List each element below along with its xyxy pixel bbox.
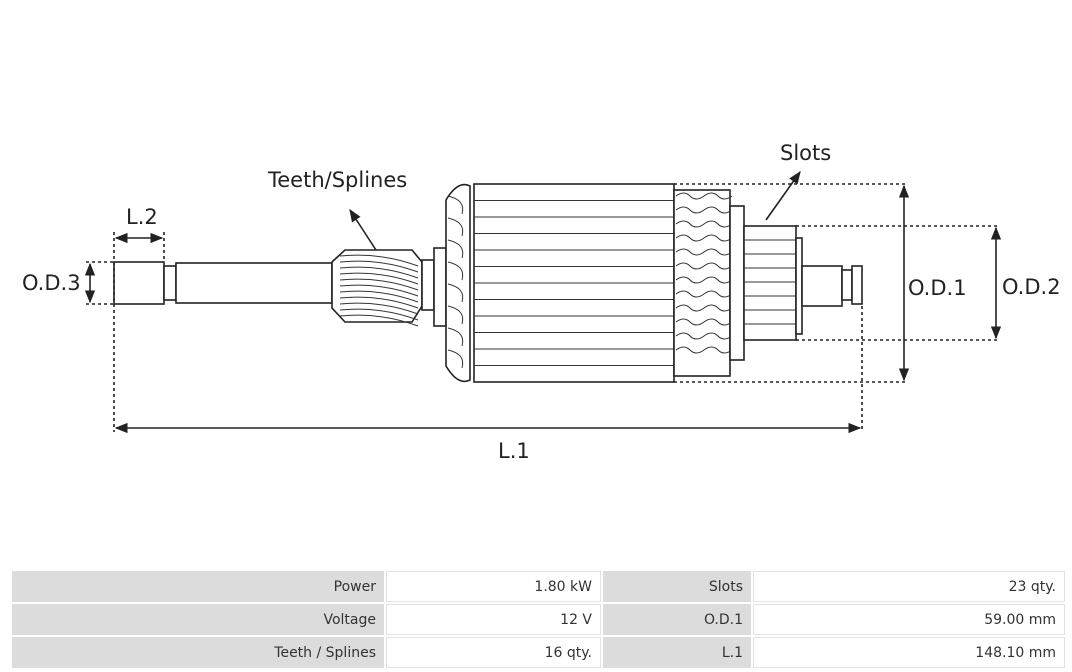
od3-label: O.D.3 [22, 271, 81, 295]
spec-row: Voltage 12 V O.D.1 59.00 mm [12, 604, 1065, 635]
teeth-splines-label: Teeth/Splines [267, 168, 407, 192]
spec-row: Power 1.80 kW Slots 23 qty. [12, 571, 1065, 602]
dimension-lines [84, 170, 1002, 434]
spec-value: 59.00 mm [753, 604, 1065, 635]
spec-value: 23 qty. [753, 571, 1065, 602]
spec-value: 1.80 kW [386, 571, 601, 602]
l1-label: L.1 [498, 439, 530, 463]
armature-core [473, 183, 675, 383]
spec-table: Power 1.80 kW Slots 23 qty. Voltage 12 V… [10, 569, 1067, 670]
slot-windings [673, 189, 745, 377]
pinion-splines [331, 249, 435, 327]
spec-row: Teeth / Splines 16 qty. L.1 148.10 mm [12, 637, 1065, 668]
commutator [743, 225, 803, 341]
od1-label: O.D.1 [908, 276, 967, 300]
shaft-end [113, 261, 333, 305]
spec-value: 148.10 mm [753, 637, 1065, 668]
l2-label: L.2 [126, 205, 158, 229]
spec-value: 16 qty. [386, 637, 601, 668]
spec-label: O.D.1 [603, 604, 751, 635]
spec-label: Power [12, 571, 384, 602]
spec-label: Teeth / Splines [12, 637, 384, 668]
od2-label: O.D.2 [1002, 275, 1061, 299]
spec-label: Slots [603, 571, 751, 602]
armature-diagram: Teeth/Splines Slots L.2 O.D.3 O.D.1 O.D.… [22, 141, 1061, 463]
slots-label: Slots [780, 141, 831, 165]
rear-shaft [801, 265, 863, 307]
spec-label: Voltage [12, 604, 384, 635]
spec-value: 12 V [386, 604, 601, 635]
spec-label: L.1 [603, 637, 751, 668]
left-windings [433, 183, 471, 383]
